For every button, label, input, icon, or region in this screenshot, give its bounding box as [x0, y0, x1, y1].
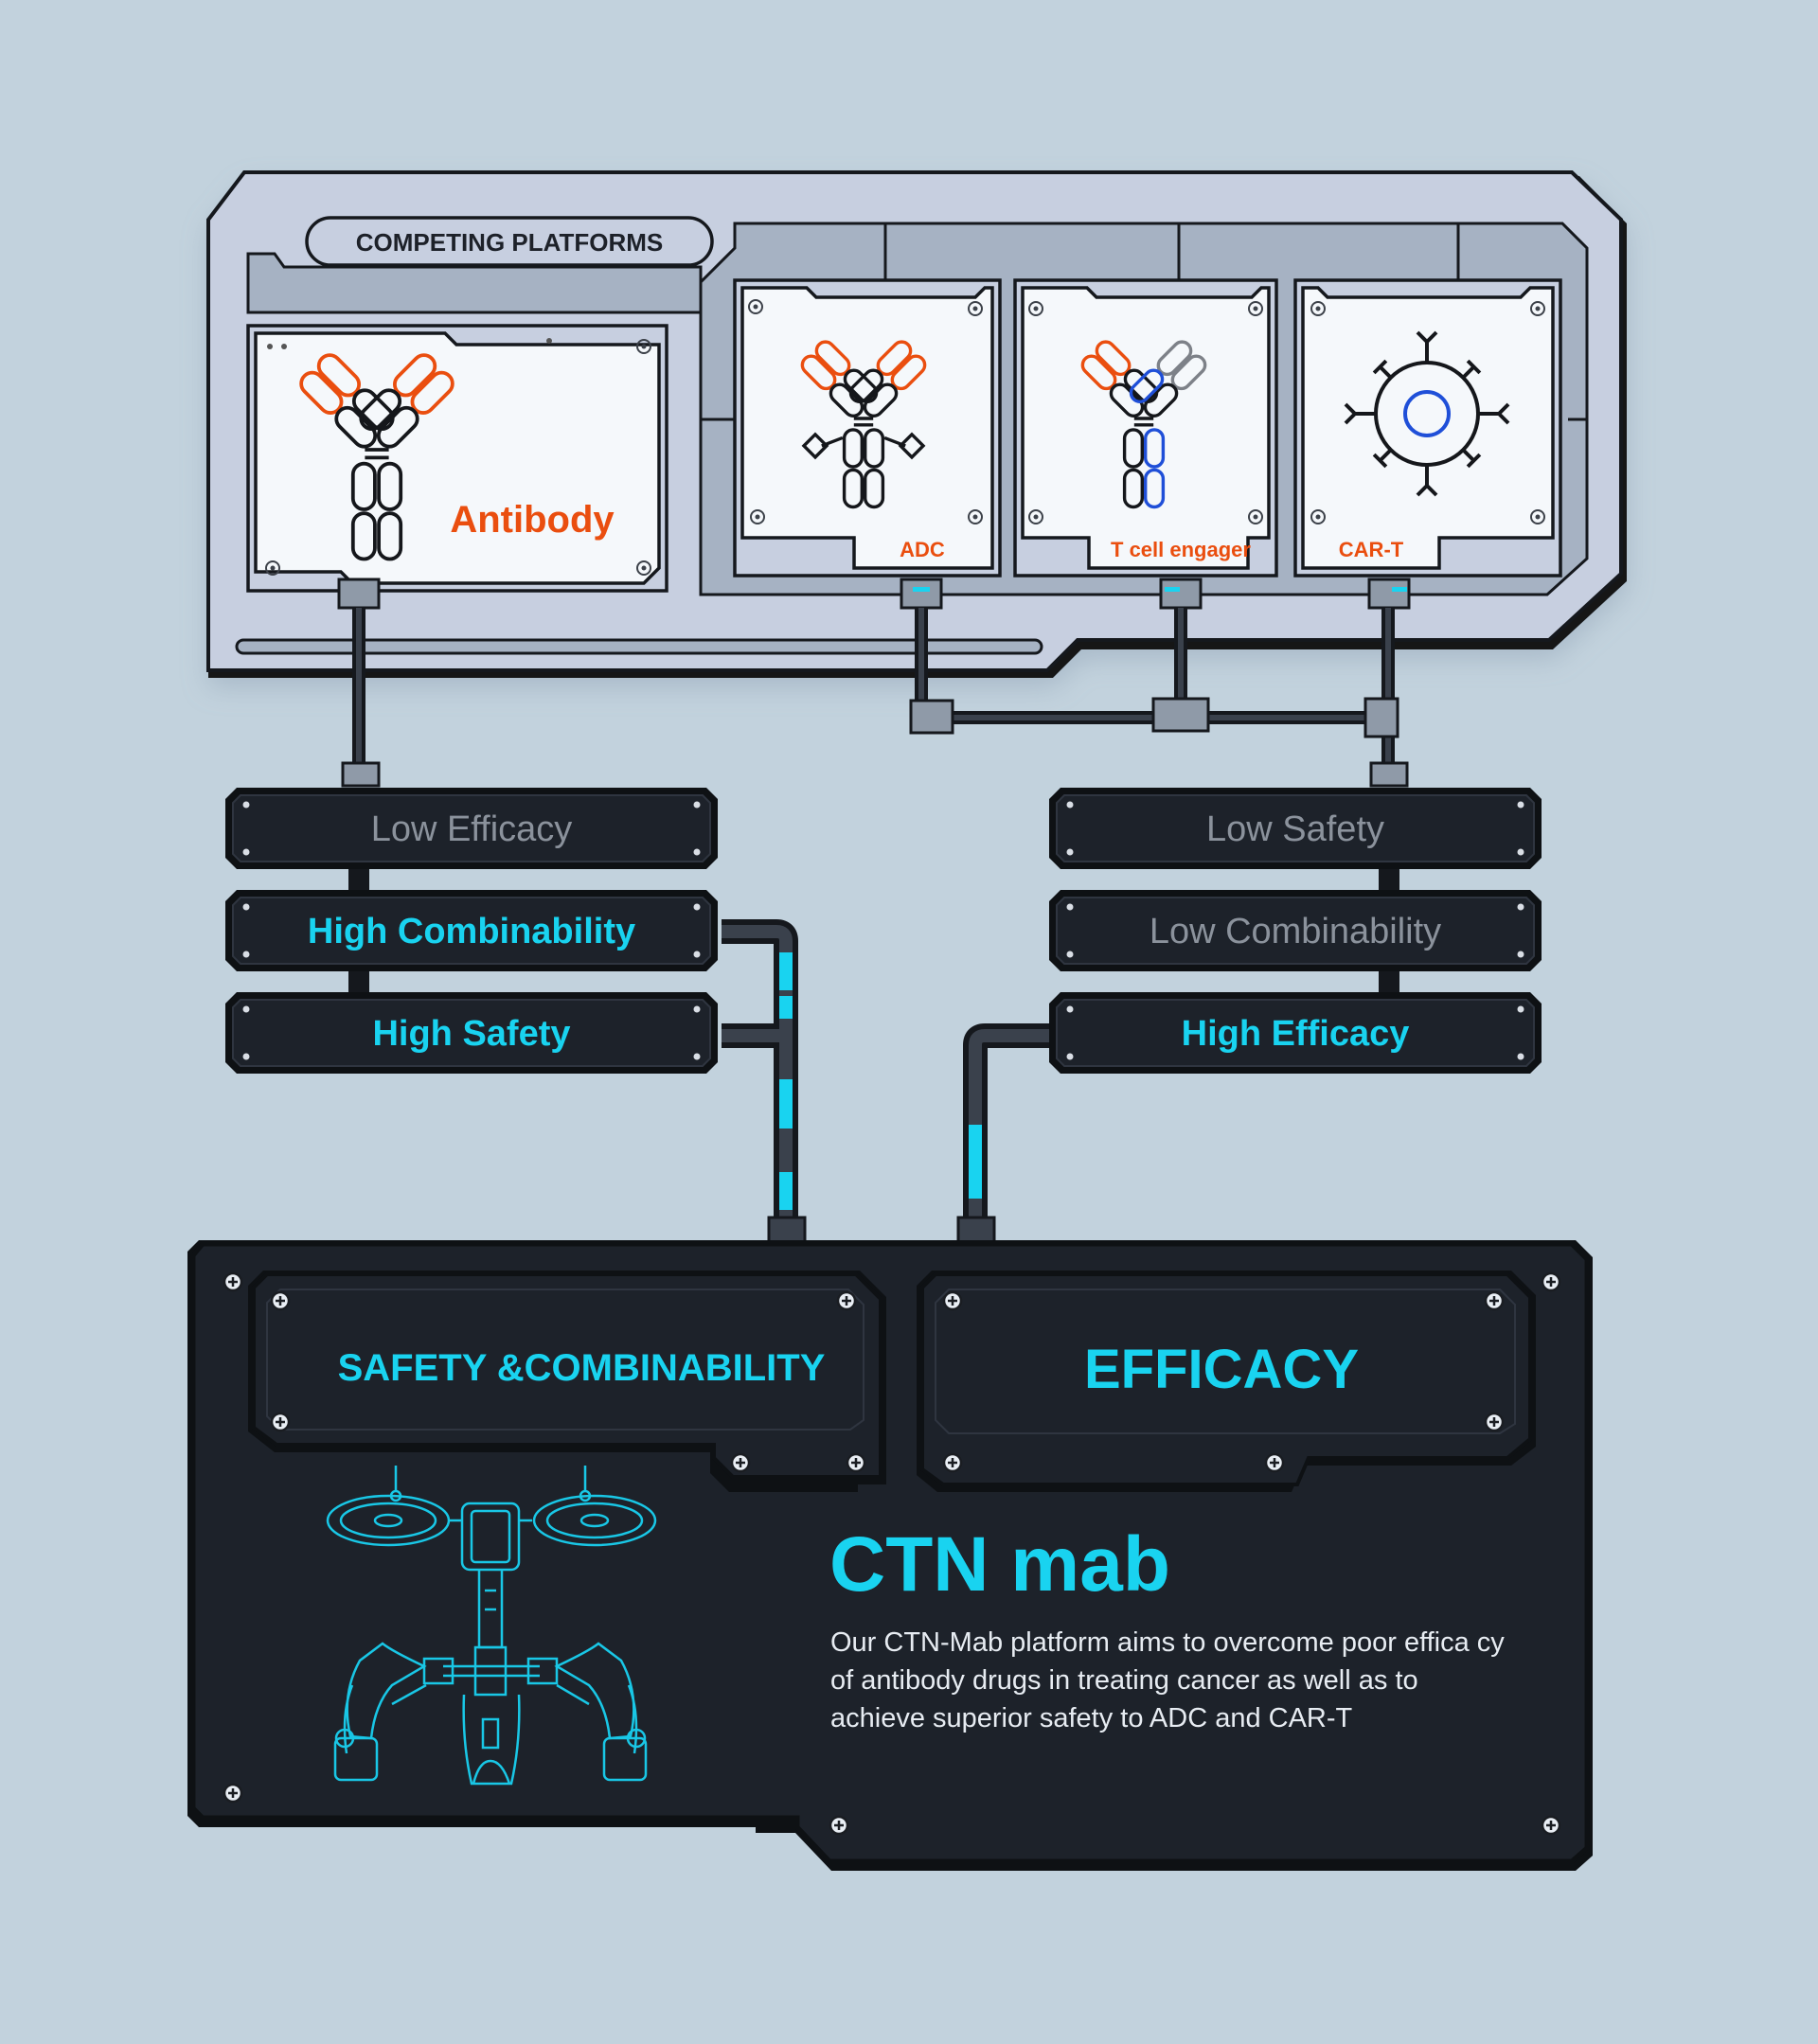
antibody-icon: [299, 353, 454, 561]
adc-icon: [800, 340, 927, 509]
trait-label: Low Efficacy: [371, 809, 573, 849]
ctn-mab-panel: SAFETY &COMBINABILITY EFFICACY: [187, 1240, 1593, 1871]
antibody-label: Antibody: [450, 499, 615, 541]
trait-bar: Low Efficacy: [225, 788, 718, 869]
competing-platforms-title: COMPETING PLATFORMS: [356, 228, 664, 257]
car-t-card: CAR-T: [1293, 278, 1562, 578]
trait-bar: Low Combinability: [1049, 890, 1542, 971]
trait-label: High Combinability: [308, 912, 635, 951]
robot-illustration: [326, 1466, 657, 1786]
car-t-cell-icon: [1344, 330, 1510, 497]
competing-platforms-header: COMPETING PLATFORMS: [305, 216, 714, 267]
trait-bar: High Efficacy: [1049, 992, 1542, 1074]
card-connectors: [337, 578, 1411, 610]
cables: [341, 608, 1409, 1246]
product-description: Our CTN-Mab platform aims to overcome po…: [830, 1627, 1505, 1733]
trait-bar: High Combinability: [225, 890, 718, 971]
trait-label: High Efficacy: [1182, 1014, 1410, 1054]
trait-bar: High Safety: [225, 992, 718, 1074]
product-title: CTN mab: [829, 1521, 1170, 1608]
safety-combinability-box: SAFETY &COMBINABILITY: [248, 1271, 886, 1492]
efficacy-box: EFFICACY: [917, 1271, 1536, 1492]
t-cell-engager-label: T cell engager: [1111, 538, 1251, 561]
trait-label: High Safety: [372, 1014, 570, 1054]
adc-label: ADC: [900, 538, 945, 561]
trait-label: Low Combinability: [1150, 912, 1441, 951]
efficacy-label: EFFICACY: [1084, 1339, 1359, 1400]
safety-combinability-label: SAFETY &COMBINABILITY: [338, 1347, 826, 1389]
t-cell-engager-icon: [1080, 340, 1207, 509]
antibody-card: Antibody: [246, 324, 668, 593]
trait-label: Low Safety: [1206, 809, 1384, 849]
t-cell-engager-card: T cell engager: [1013, 278, 1278, 578]
car-t-label: CAR-T: [1339, 538, 1404, 561]
adc-card: ADC: [733, 278, 1002, 578]
trait-bar: Low Safety: [1049, 788, 1542, 869]
